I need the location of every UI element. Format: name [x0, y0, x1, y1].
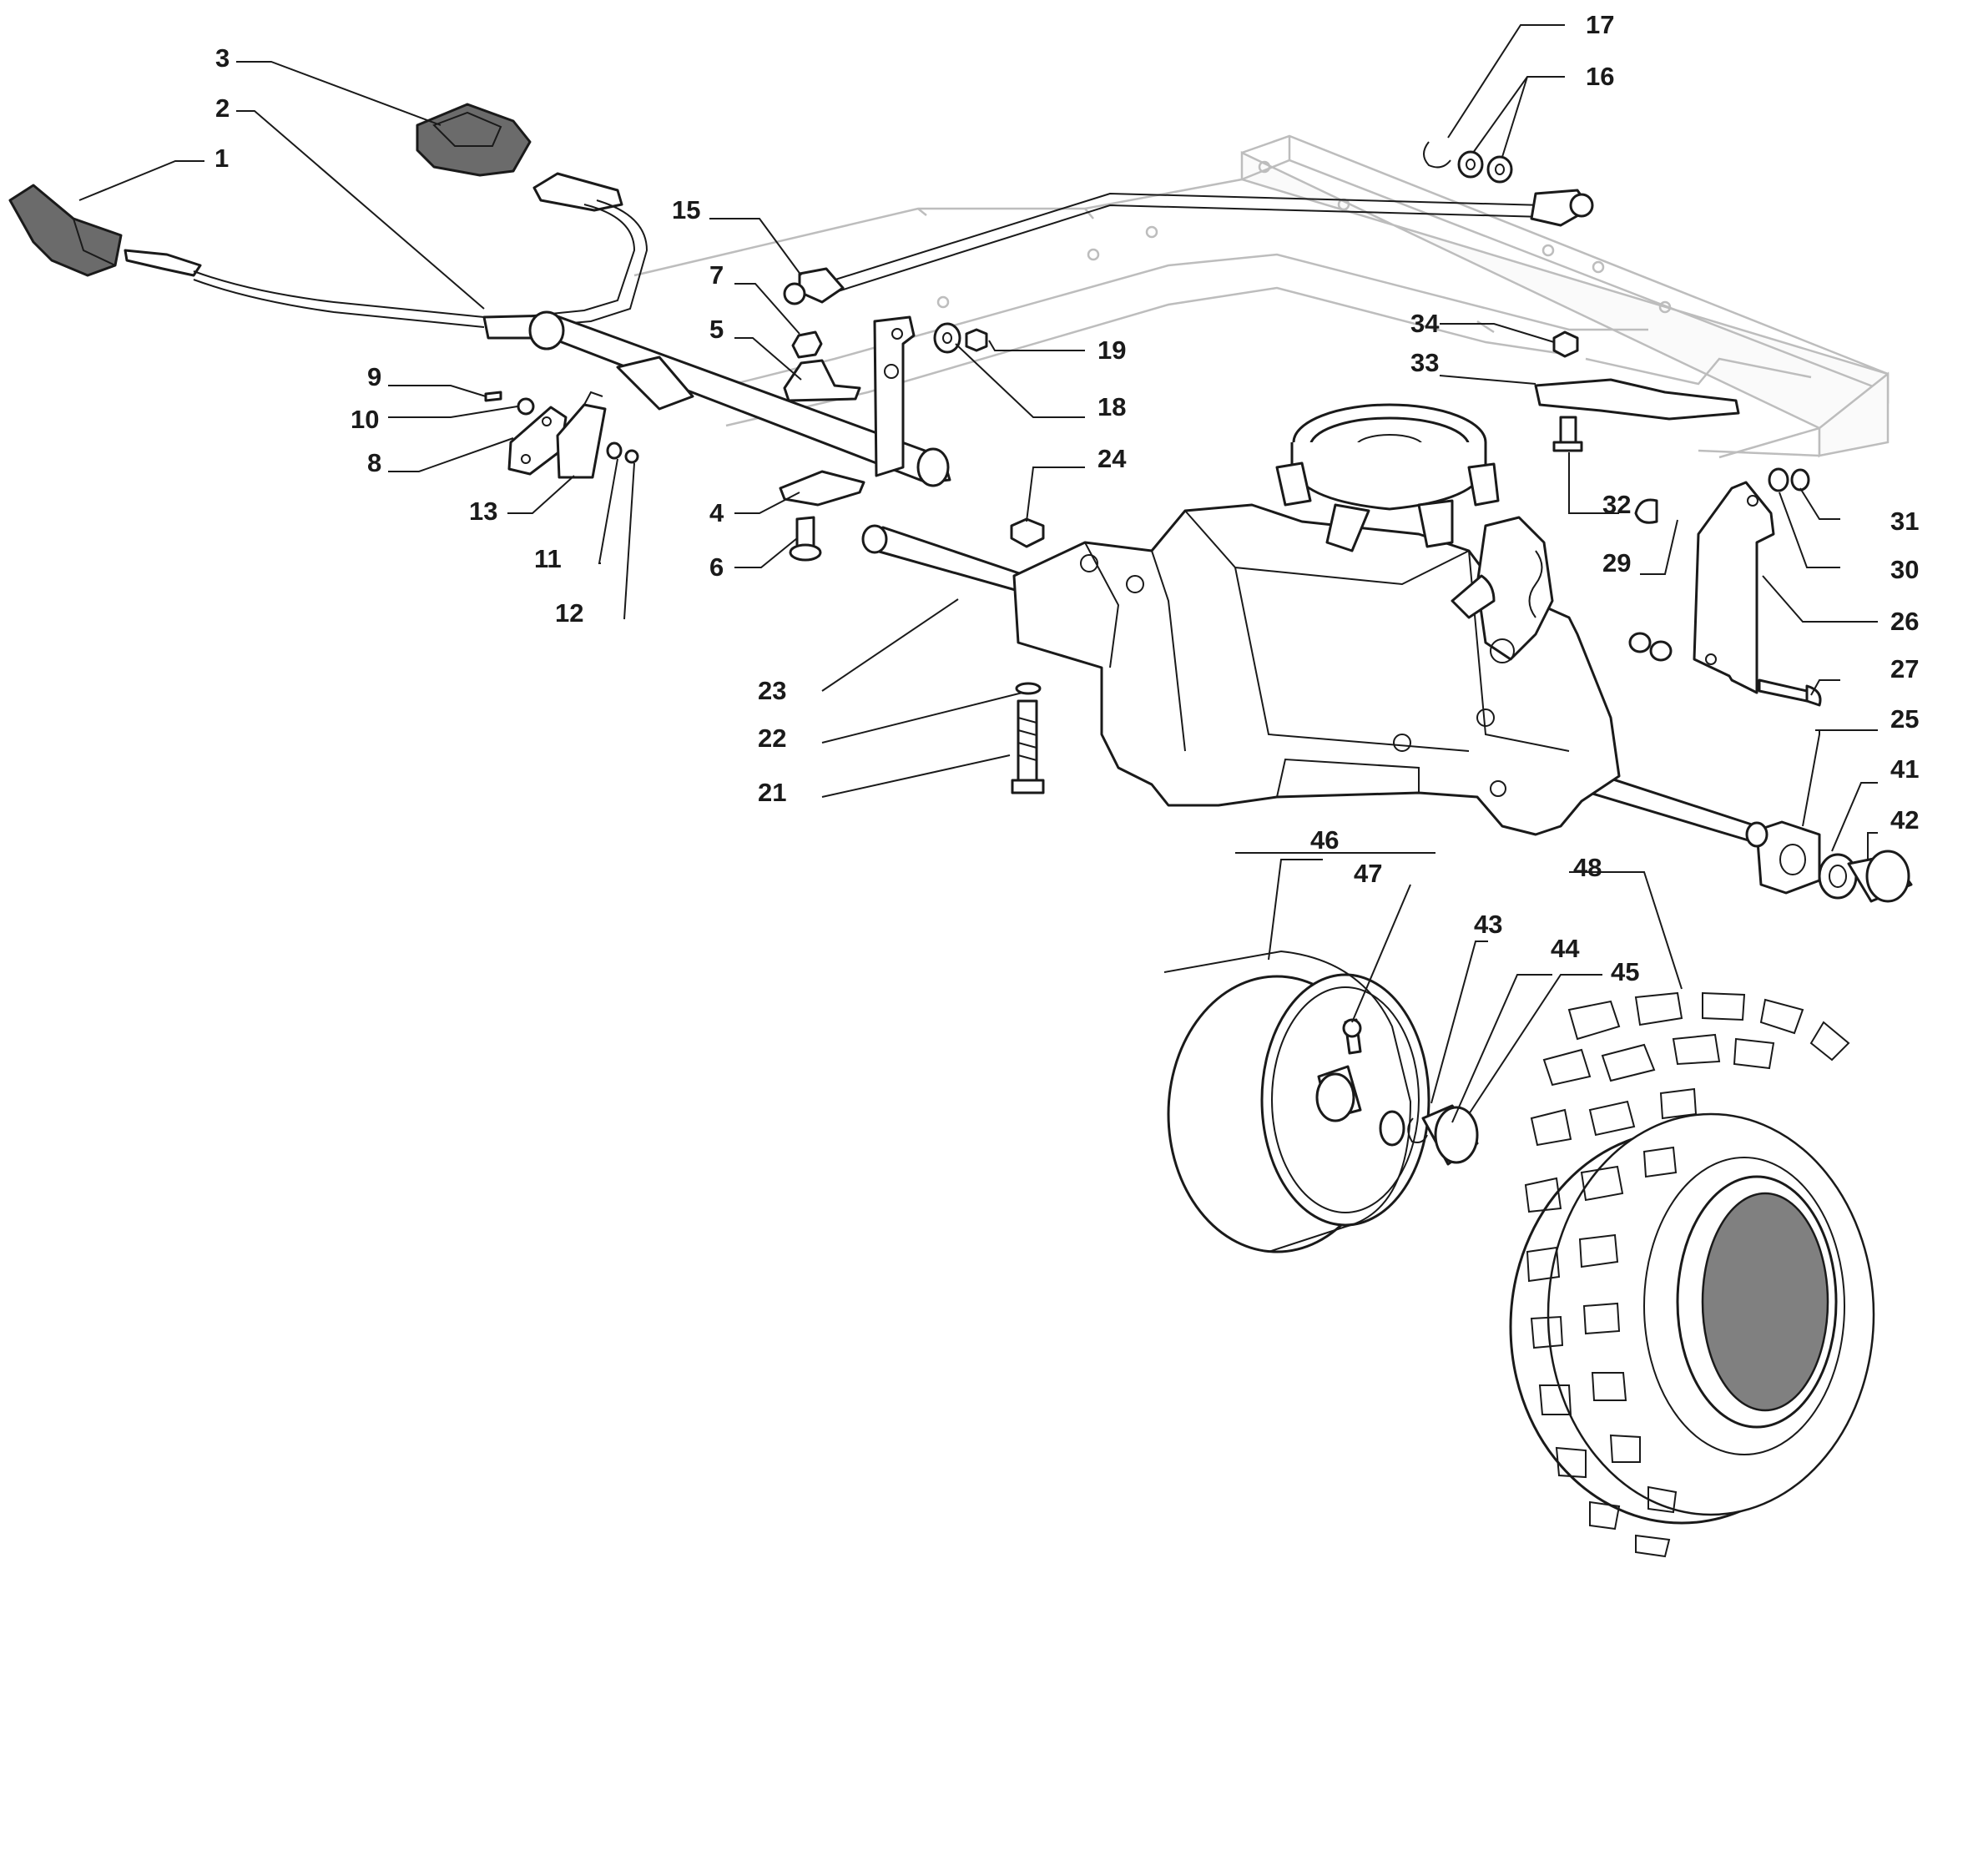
lever-knob-top	[416, 103, 532, 177]
callout-44: 44	[1551, 934, 1580, 963]
callout-30: 30	[1890, 555, 1919, 584]
shift-lever-assembly	[8, 103, 1594, 487]
callout-32: 32	[1602, 490, 1631, 519]
callout-31: 31	[1890, 507, 1919, 536]
callout-41: 41	[1890, 754, 1919, 784]
callout-1: 1	[214, 144, 229, 173]
small-hardware	[484, 141, 1913, 903]
callout-33: 33	[1410, 348, 1439, 377]
callout-7: 7	[709, 260, 724, 290]
callout-25: 25	[1890, 704, 1919, 734]
callout-29: 29	[1602, 548, 1631, 577]
wheel-rim	[1163, 950, 1479, 1253]
callout-8: 8	[367, 448, 381, 477]
callout-2: 2	[215, 93, 230, 123]
callout-6: 6	[709, 552, 724, 582]
callout-48: 48	[1573, 853, 1602, 882]
callout-3: 3	[215, 43, 230, 73]
callout-45: 45	[1611, 957, 1639, 986]
callout-5: 5	[709, 315, 724, 344]
lever-knob-left	[8, 184, 123, 277]
callout-19: 19	[1097, 335, 1126, 365]
leader-lines	[78, 24, 1878, 1123]
callout-22: 22	[758, 724, 786, 753]
callout-13: 13	[469, 497, 497, 526]
callout-17: 17	[1586, 10, 1614, 39]
callout-21: 21	[758, 778, 786, 807]
callout-34: 34	[1410, 309, 1440, 338]
callout-43: 43	[1474, 910, 1502, 939]
callout-labels: 1 2 3 4 5 6 7 8 9 10 11 12 13 15 16 17 1…	[214, 10, 1919, 986]
callout-9: 9	[367, 362, 381, 391]
callout-24: 24	[1097, 444, 1127, 473]
callout-15: 15	[672, 195, 700, 224]
callout-16: 16	[1586, 62, 1614, 91]
callout-46: 46	[1310, 825, 1339, 855]
callout-27: 27	[1890, 654, 1919, 683]
callout-12: 12	[555, 598, 583, 628]
callout-47: 47	[1354, 859, 1382, 888]
callout-10: 10	[351, 405, 379, 434]
callout-26: 26	[1890, 607, 1919, 636]
callout-42: 42	[1890, 805, 1919, 835]
tire	[1509, 991, 1875, 1558]
callout-18: 18	[1097, 392, 1126, 421]
callout-11: 11	[534, 544, 562, 573]
transaxle	[861, 403, 1769, 848]
callout-23: 23	[758, 676, 786, 705]
callout-4: 4	[709, 498, 724, 527]
